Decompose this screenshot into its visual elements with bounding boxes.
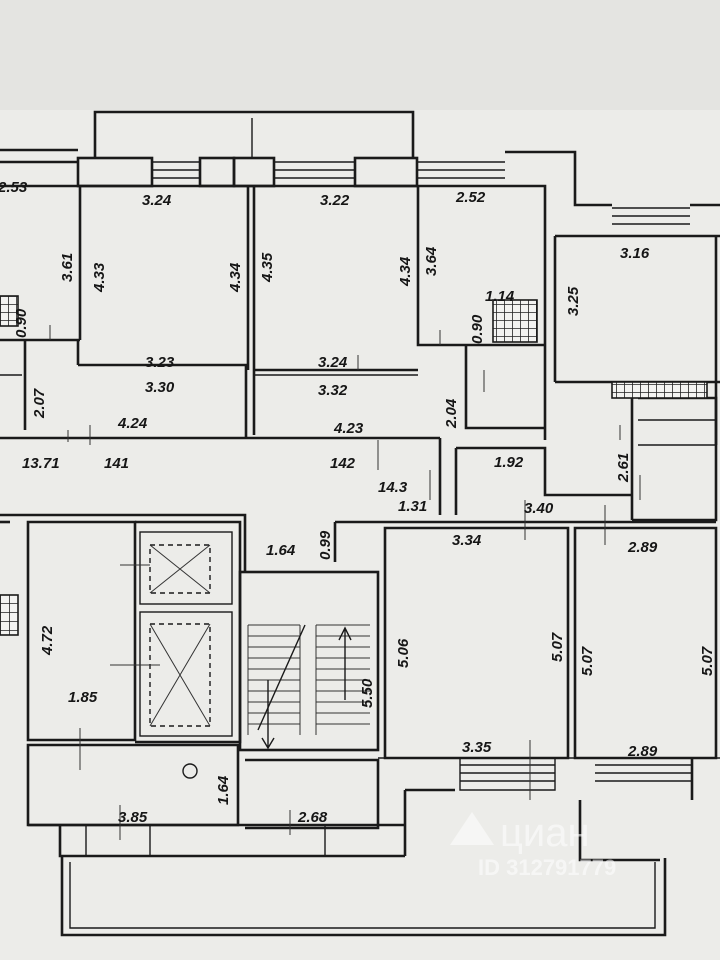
dimension-label: 2.89 (627, 539, 658, 556)
dimension-label: 4.35 (259, 252, 276, 283)
dimension-label: 1.85 (68, 689, 98, 706)
dimension-label: 1.64 (215, 775, 232, 805)
dimension-label: 3.32 (318, 382, 348, 399)
dimension-label: 4.34 (227, 262, 244, 293)
dimension-label: 142 (330, 455, 356, 472)
dimension-label: 3.24 (318, 354, 348, 371)
dimension-label: 5.07 (579, 646, 596, 676)
dimension-label: 141 (104, 455, 129, 472)
dimension-label: 5.07 (549, 632, 566, 662)
dimension-label: 4.33 (91, 262, 108, 293)
stairwell (238, 520, 380, 752)
top-balcony (93, 110, 415, 158)
dimension-label: 13.71 (22, 455, 60, 472)
dimension-label: 5.06 (395, 638, 412, 668)
bottom-balcony (26, 728, 667, 937)
dimension-label: 3.16 (620, 245, 650, 262)
watermark: циан ID 312791779 (450, 811, 616, 880)
dimension-label: 3.35 (462, 739, 492, 756)
dimension-label: 3.22 (320, 192, 350, 209)
dimension-label: 2.61 (615, 453, 632, 483)
dimension-labels: 2.53 3.24 3.22 2.52 3.61 4.33 4.34 4.35 4.34 3.64… (0, 179, 716, 826)
dimension-label: 0.99 (317, 530, 334, 560)
dimension-label: 3.64 (423, 246, 440, 276)
upper-rooms (0, 184, 720, 522)
dimension-label: 3.34 (452, 532, 482, 549)
dimension-label: 3.25 (565, 286, 582, 316)
cian-logo-icon (450, 812, 494, 845)
dimension-label: 1.31 (398, 498, 427, 515)
dimension-label: 2.04 (443, 398, 460, 429)
dimension-label: 2.07 (31, 388, 48, 419)
dimension-label: 3.61 (59, 253, 76, 282)
dimension-label: 4.23 (333, 420, 364, 437)
dimension-label: 4.34 (397, 256, 414, 287)
dimension-label: 4.24 (117, 415, 148, 432)
dimension-label: 2.68 (297, 809, 328, 826)
dimension-label: 0.90 (469, 314, 486, 344)
dimension-label: 1.64 (266, 542, 296, 559)
dimension-label: 5.50 (359, 678, 376, 708)
dimension-label: 3.30 (145, 379, 175, 396)
dimension-label: 2.53 (0, 179, 28, 196)
dimension-label: 1.92 (494, 454, 524, 471)
dimension-label: 2.89 (627, 743, 658, 760)
dimension-label: 3.23 (145, 354, 175, 371)
dimension-label: 0.90 (13, 308, 30, 338)
dimension-label: 2.52 (455, 189, 486, 206)
dimension-label: 5.07 (699, 646, 716, 676)
lower-rooms (378, 500, 720, 800)
dimension-label: 3.24 (142, 192, 172, 209)
dimension-label: 14.3 (378, 479, 408, 496)
watermark-id: ID 312791779 (478, 855, 616, 880)
dimension-label: 3.40 (524, 500, 554, 517)
dimension-label: 3.85 (118, 809, 148, 826)
watermark-brand: циан (500, 811, 590, 855)
dimension-label: 1.14 (485, 288, 515, 305)
dimension-label: 4.72 (39, 625, 56, 656)
